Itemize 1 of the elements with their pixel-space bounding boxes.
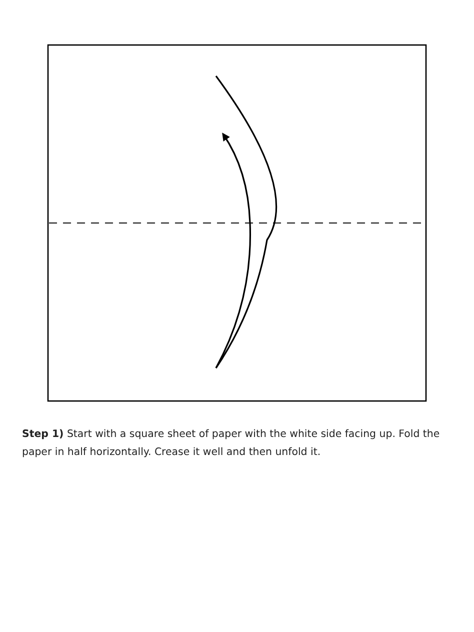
step-instruction: Step 1) Start with a square sheet of paper with the white side facing up. Fold the paper in half horizontally. Crease it well and then unfold it.: [22, 428, 441, 460]
